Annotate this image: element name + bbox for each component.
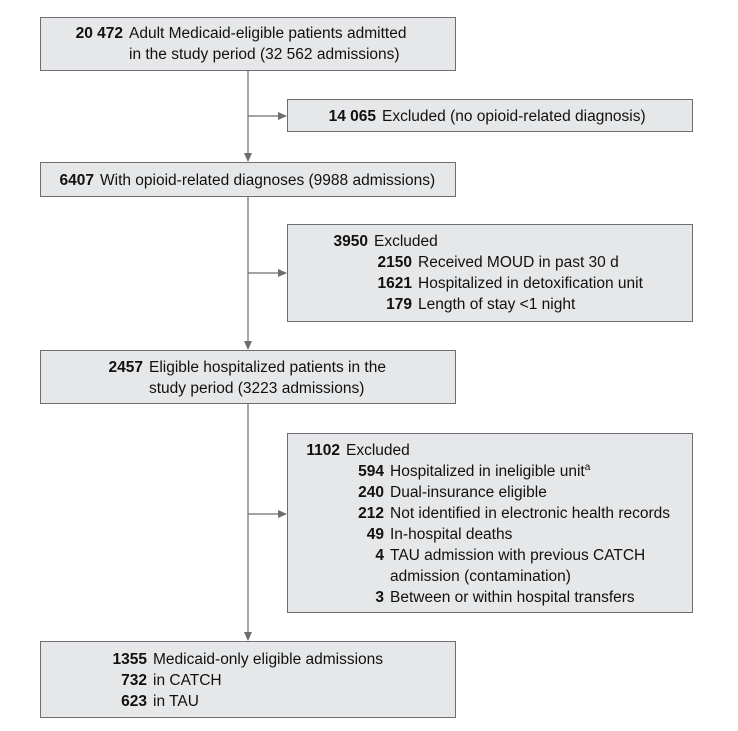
count: 1102 — [306, 442, 340, 459]
box-opioid-diagnoses: 6407 With opioid-related diagnoses (9988 … — [40, 162, 456, 197]
count: 594 — [358, 463, 384, 480]
box-final-admissions: 1355 Medicaid-only eligible admissions 73… — [40, 641, 456, 718]
label: Medicaid-only eligible admissions — [153, 651, 384, 668]
reason: Received MOUD in past 30 d — [418, 254, 619, 271]
box-excluded-no-opioid: 14 065 Excluded (no opioid-related diagno… — [287, 99, 693, 132]
count: 212 — [358, 505, 384, 522]
count: 2457 — [108, 359, 143, 376]
reason: In-hospital deaths — [390, 526, 513, 543]
count: 3 — [375, 589, 384, 606]
arm: in TAU — [153, 693, 199, 710]
footnote-marker: a — [584, 461, 591, 473]
count: 732 — [121, 672, 147, 689]
box-excluded-2: 3950 Excluded 2150 Received MOUD in past 3… — [287, 224, 693, 322]
count: 179 — [386, 296, 412, 313]
count: 4 — [375, 547, 384, 564]
reason: Between or within hospital transfers — [390, 589, 635, 606]
count: 20 472 — [75, 25, 123, 42]
count: 3950 — [333, 233, 368, 250]
reason: Dual-insurance eligible — [390, 484, 547, 501]
count: 6407 — [59, 172, 94, 189]
label: Eligible hospitalized patients in the — [149, 359, 386, 376]
label: With opioid-related diagnoses (9988 admi… — [100, 172, 436, 189]
label: Adult Medicaid-eligible patients admitte… — [129, 25, 407, 42]
count: 49 — [366, 526, 384, 543]
count: 14 065 — [328, 108, 376, 125]
box-admitted-patients: 20 472 Adult Medicaid-eligible patients a… — [40, 17, 456, 71]
count: 240 — [358, 484, 384, 501]
reason: Length of stay <1 night — [418, 296, 576, 313]
reason: Not identified in electronic health reco… — [390, 505, 671, 522]
box-eligible-hospitalized: 2457 Eligible hospitalized patients in th… — [40, 350, 456, 404]
reason: Hospitalized in detoxification unit — [418, 275, 643, 292]
arm: in CATCH — [153, 672, 222, 689]
box-excluded-3: 1102 Excluded 594 Hospitalized in ineligib… — [287, 433, 693, 613]
count: 623 — [121, 693, 147, 710]
label-cont: in the study period (32 562 admissions) — [129, 46, 400, 63]
label: Excluded — [374, 233, 438, 250]
reason: TAU admission with previous CATCH — [390, 547, 646, 564]
count: 1621 — [377, 275, 412, 292]
count: 1355 — [112, 651, 147, 668]
label: Excluded (no opioid-related diagnosis) — [382, 108, 646, 125]
reason: Hospitalized in ineligible unita — [390, 461, 591, 480]
count: 2150 — [377, 254, 412, 271]
label: Excluded — [346, 442, 410, 459]
reason-cont: admission (contamination) — [390, 568, 571, 585]
label-cont: study period (3223 admissions) — [149, 380, 365, 397]
